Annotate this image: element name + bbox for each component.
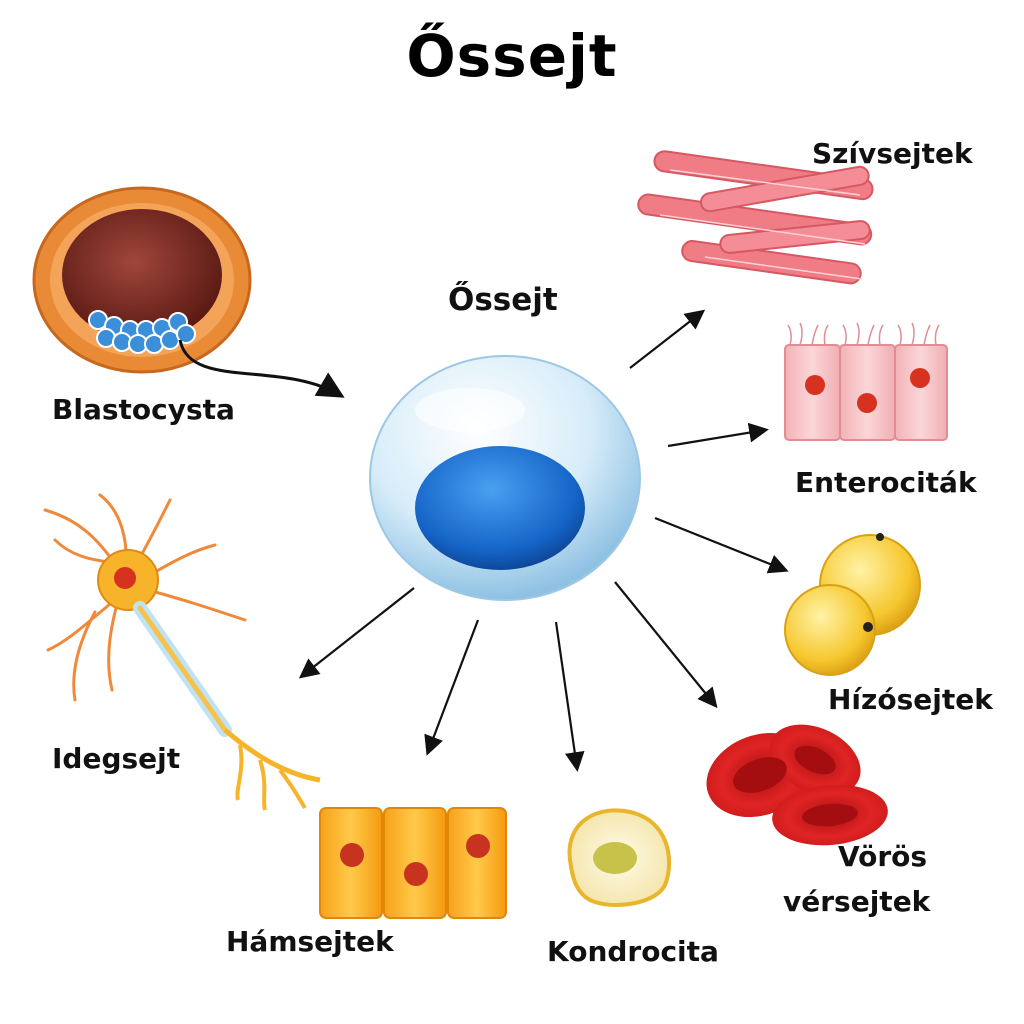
chondrocyte-illustration: [567, 808, 672, 907]
label-szivsejtek: Szívsejtek: [812, 137, 973, 170]
label-kondrocita: Kondrocita: [547, 935, 719, 968]
label-blastocysta: Blastocysta: [52, 393, 235, 426]
neuron-illustration: [43, 493, 321, 811]
label-idegsejt: Idegsejt: [52, 742, 181, 775]
label-voros-line2: vérsejtek: [783, 885, 931, 918]
label-enterocitak: Enterociták: [795, 466, 977, 499]
label-hizosejtek: Hízósejtek: [828, 683, 993, 716]
label-hamsejtek: Hámsejtek: [226, 925, 394, 958]
cardiac-muscle-illustration: [637, 150, 874, 285]
center-label: Őssejt: [448, 282, 558, 318]
differentiation-arrows: [298, 309, 789, 772]
enterocytes-illustration: [784, 322, 948, 441]
epithelial-cells-illustration: [319, 807, 507, 919]
blastocyst-illustration: [32, 186, 345, 398]
fat-cells-illustration: [784, 533, 921, 676]
page-title: Őssejt: [406, 22, 618, 90]
stem-cell-illustration: [369, 355, 641, 601]
red-blood-cells-illustration: [706, 724, 888, 846]
label-voros-line1: Vörös: [838, 840, 928, 873]
